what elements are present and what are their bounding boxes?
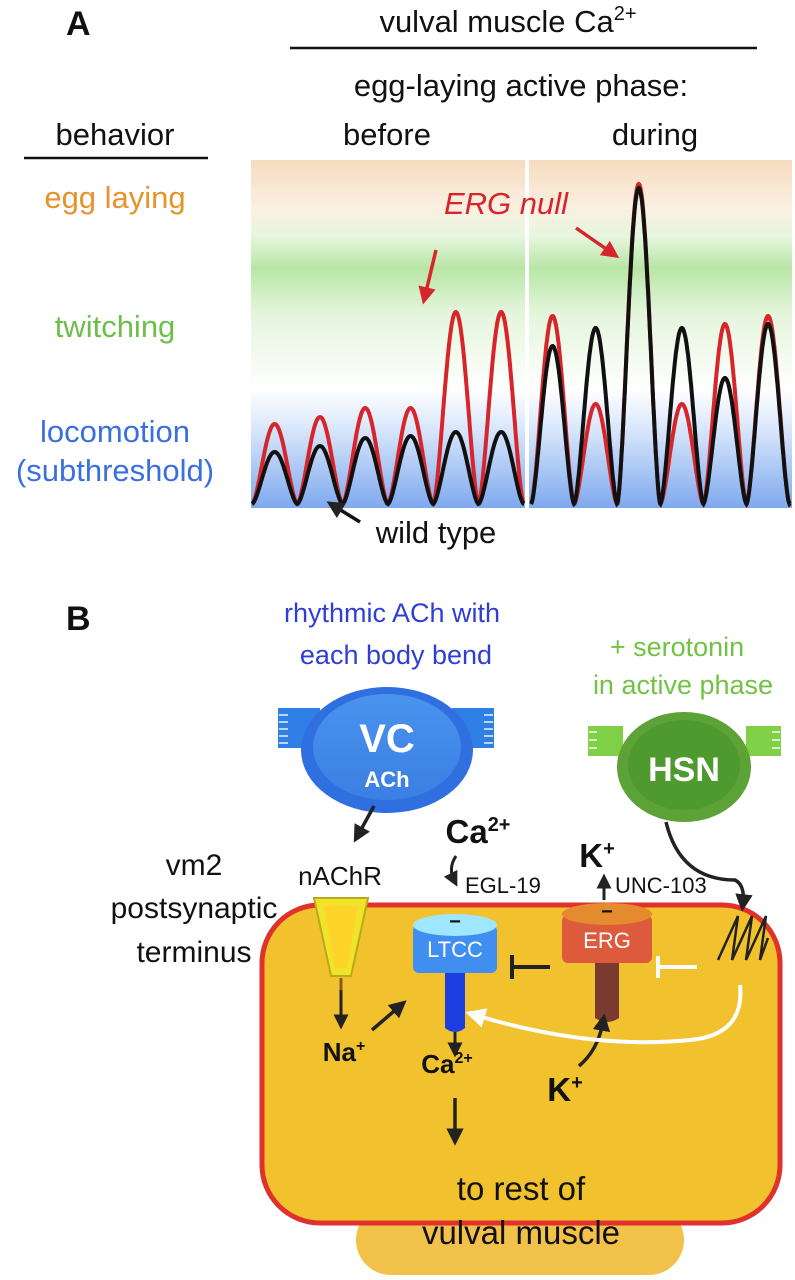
ion-labels: Ca2+ EGL-19 K+ UNC-103 Na+ Ca2+ K+ (323, 813, 707, 1108)
ca-bottom: Ca (421, 1049, 455, 1079)
wild-type-trace-before (250, 429, 525, 507)
vc-to-nachr-arrow (353, 805, 376, 843)
nachr-label: nAChR (298, 861, 382, 891)
nachr-receptor: nAChR (298, 861, 382, 1030)
egl19-label: EGL-19 (465, 873, 541, 898)
svg-text:to rest of: to rest of (457, 1170, 586, 1207)
muscle-body (259, 902, 783, 1226)
wild-type-trace-during (529, 185, 792, 508)
ca-top: Ca (446, 813, 489, 850)
svg-text:K+: K+ (547, 1071, 583, 1108)
signaling-arrows (353, 805, 770, 1146)
wild-type-annotation: wild type (326, 501, 497, 550)
panel-a-letter: A (66, 5, 91, 43)
behavior-legend: behavior egg laying twitching locomotion… (16, 117, 214, 488)
erg-null-annotation: ERG null (418, 186, 620, 305)
behavior-subthreshold: (subthreshold) (16, 453, 214, 488)
panel-b-letter: B (66, 600, 91, 638)
svg-text:vulval muscle Ca2+: vulval muscle Ca2+ (379, 3, 636, 39)
behavior-egg-laying: egg laying (44, 180, 185, 215)
k-bottom: K (547, 1071, 571, 1108)
behavior-locomotion: locomotion (40, 414, 190, 449)
vulval-muscle-cell (259, 902, 783, 1275)
rest-of-muscle-label: to rest of vulval muscle (422, 1170, 620, 1251)
svg-text:K+: K+ (579, 837, 615, 874)
wild-type-arrow (326, 501, 361, 524)
erg-arrow-during (575, 226, 620, 258)
terminal-label: vm2 postsynaptic terminus (111, 849, 278, 969)
vc-neuron: VC ACh (278, 687, 494, 813)
serotonin-caption-line1: + serotonin (610, 632, 744, 662)
na-label: Na (323, 1037, 357, 1067)
ltcc-channel: − LTCC (413, 911, 497, 1058)
svg-text:Ca2+: Ca2+ (446, 813, 511, 850)
svg-text:Ca2+: Ca2+ (421, 1049, 473, 1079)
svg-text:Na+: Na+ (323, 1037, 366, 1067)
ach-caption-line2: each body bend (300, 640, 492, 670)
wild-type-label: wild type (375, 515, 497, 550)
vc-ach-label: ACh (364, 767, 409, 792)
receptor-activates-ltcc (465, 984, 743, 1045)
hsn-neuron: HSN (588, 712, 781, 822)
ca-influx-arrow (443, 855, 458, 887)
erg-minus: − (601, 901, 613, 923)
erg-channel: − ERG (562, 901, 652, 1022)
svg-text:vm2: vm2 (166, 849, 223, 882)
ach-caption-line1: rhythmic ACh with (284, 598, 500, 628)
svg-text:vulval muscle: vulval muscle (422, 1214, 620, 1251)
serotonin-receptor-coil (716, 915, 770, 961)
hsn-label: HSN (648, 751, 720, 789)
behavior-gradient-background (251, 160, 792, 508)
svg-text:postsynaptic: postsynaptic (111, 892, 278, 925)
header-main: vulval muscle Ca (379, 4, 614, 39)
behavior-title: behavior (56, 117, 175, 152)
col-during: during (612, 117, 698, 152)
header-sup: 2+ (614, 3, 637, 25)
svg-text:terminus: terminus (136, 936, 251, 969)
erg-channel-label: ERG (583, 928, 631, 953)
serotonin-caption-line2: in active phase (593, 670, 773, 700)
erg-arrow-before (418, 249, 438, 305)
hsn-to-receptor-arrow (664, 821, 753, 912)
ltcc-label: LTCC (427, 937, 483, 962)
vc-label: VC (359, 717, 415, 761)
unc103-label: UNC-103 (615, 873, 707, 898)
calcium-trace-plot (250, 160, 792, 509)
erg-null-label: ERG null (444, 186, 569, 221)
k-to-erg-arrow (577, 1013, 611, 1068)
subheader: egg-laying active phase: (354, 68, 688, 103)
k-top: K (579, 837, 603, 874)
behavior-twitching: twitching (55, 309, 176, 344)
na-to-ltcc-arrow (370, 1000, 407, 1032)
panel-a-header: vulval muscle Ca2+ egg-laying active pha… (290, 3, 757, 152)
ltcc-minus: − (449, 911, 461, 933)
col-before: before (343, 117, 431, 152)
